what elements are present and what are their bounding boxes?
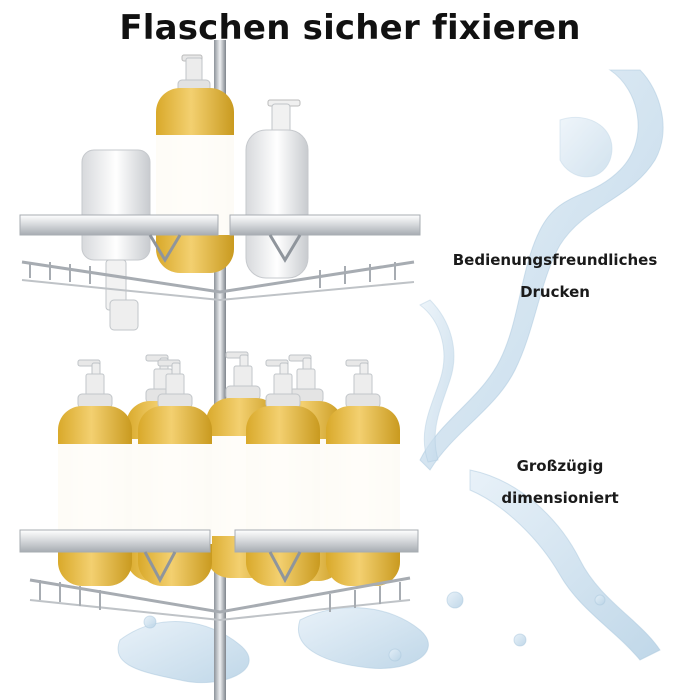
lower-shelf <box>19 529 419 622</box>
callout-generous-size: Großzügig dimensioniert <box>460 450 660 514</box>
upper-shelf <box>19 214 421 302</box>
callout-line: Großzügig <box>516 457 604 475</box>
callout-line: Bedienungsfreundliches <box>452 251 658 269</box>
callout-line: dimensioniert <box>501 489 619 507</box>
white-jar <box>81 149 151 331</box>
callout-easy-press: Bedienungsfreundliches Drucken <box>430 244 680 308</box>
callout-line: Drucken <box>520 283 590 301</box>
water-splash-icon <box>117 69 664 684</box>
white-bottle <box>245 99 309 279</box>
headline: Flaschen sicher fixieren <box>119 8 581 48</box>
